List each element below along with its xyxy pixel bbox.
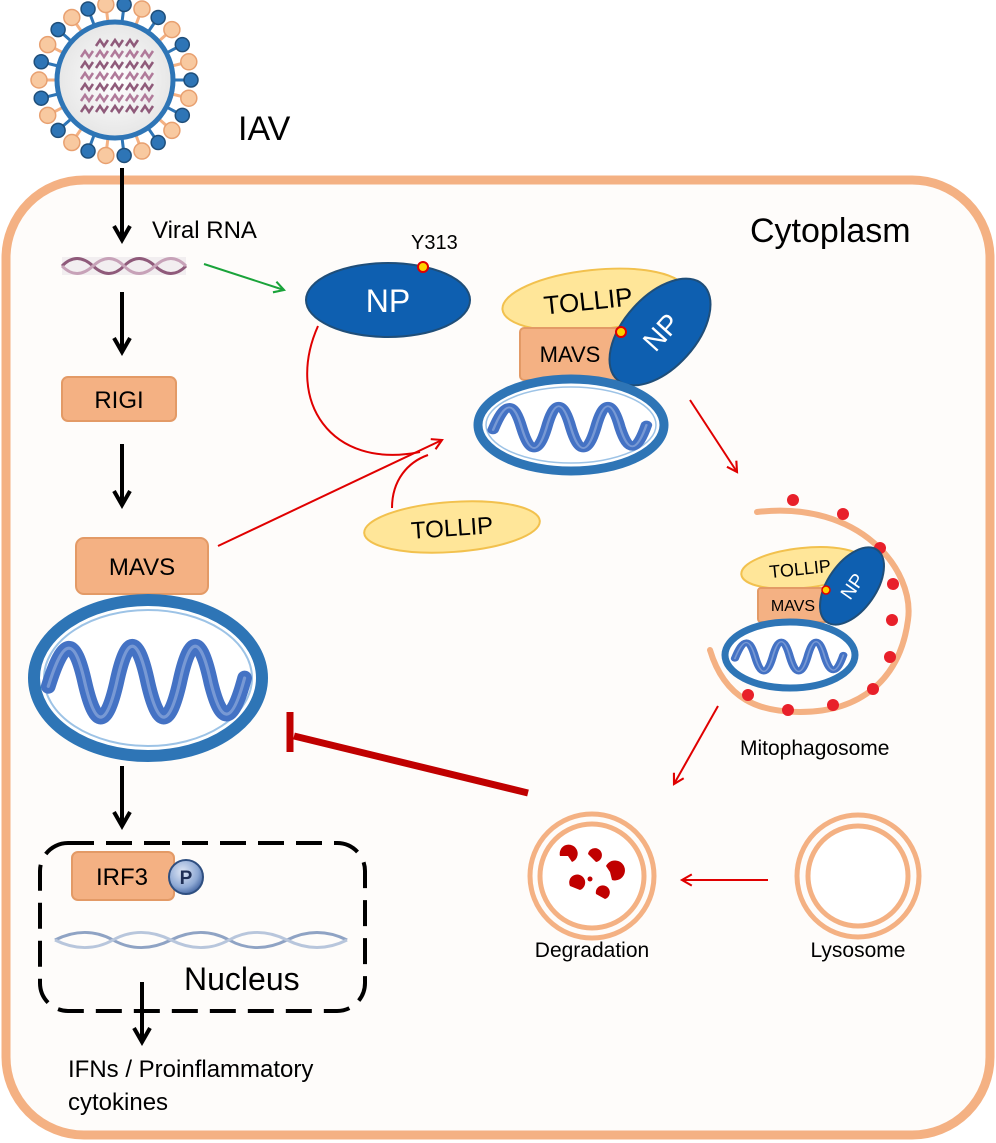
degradation-vesicle-icon — [527, 811, 657, 941]
mitophagosome-dot — [886, 614, 898, 626]
mitophagosome-mitochondrion-icon — [721, 618, 859, 692]
mitophagosome-dot — [837, 508, 849, 520]
complex-y313-icon — [615, 326, 627, 338]
mito-np — [819, 546, 885, 626]
y313-label: Y313 — [411, 232, 458, 254]
tollip-label: TOLLIP — [410, 512, 494, 545]
complex-mavs-label: MAVS — [540, 342, 601, 367]
arrow-mavs-to-complex — [217, 438, 444, 547]
mitophagosome-dot — [827, 699, 839, 711]
np-label: NP — [366, 283, 410, 319]
nucleus-label: Nucleus — [184, 961, 300, 997]
mitophagosome-dot — [867, 683, 879, 695]
mitophagosome-label: Mitophagosome — [740, 737, 889, 760]
inhibition-line — [293, 732, 529, 797]
iav-label: IAV — [238, 110, 291, 148]
mavs-box — [75, 537, 209, 595]
viral-rna-label: Viral RNA — [152, 217, 257, 244]
degradation-label: Degradation — [535, 939, 649, 962]
arrow-np-to-complex — [306, 325, 421, 456]
y313-site-icon — [417, 261, 429, 273]
influenza-virus-icon — [30, 0, 199, 165]
tollip-protein — [363, 500, 541, 554]
mito-y313-icon — [821, 585, 831, 595]
arrow-tollip-to-complex — [391, 454, 429, 509]
tollip-mavs-np-complex: TOLLIP MAVS NP — [473, 267, 712, 476]
rigi-box — [61, 376, 177, 422]
arrow-mitophagosome-to-degradation — [672, 705, 719, 786]
complex-mitochondrion-icon — [473, 374, 669, 476]
viral-rna-helix-icon — [60, 257, 188, 275]
mitochondrion-icon — [28, 594, 268, 762]
mitophagosome-dot — [787, 494, 799, 506]
cytoplasm-label: Cytoplasm — [750, 212, 911, 250]
dna-helix-icon — [54, 931, 348, 949]
mavs-label: MAVS — [109, 554, 175, 581]
mitophagosome-dot — [782, 704, 794, 716]
phosphate-icon — [168, 859, 204, 895]
mitophagosome: TOLLIP MAVS NP — [707, 494, 912, 716]
irf3-label: IRF3 — [96, 864, 148, 891]
mitophagosome-dot — [884, 651, 896, 663]
rigi-label: RIGI — [94, 387, 143, 414]
lysosome-vesicle-icon — [794, 812, 922, 940]
mitophagosome-dot — [742, 689, 754, 701]
arrow-rna-to-np — [203, 263, 287, 294]
cell-membrane — [1, 175, 995, 1140]
mitophagosome-membrane — [707, 507, 912, 716]
nucleus-boundary — [38, 841, 367, 1013]
np-protein — [305, 262, 471, 338]
phosphate-label: P — [180, 868, 193, 889]
arrow-complex-to-mitophagosome — [689, 399, 739, 474]
lysosome-label: Lysosome — [811, 939, 906, 962]
complex-np — [608, 277, 712, 387]
mito-mavs-label: MAVS — [771, 598, 815, 615]
mitophagosome-dot — [887, 578, 899, 590]
output-line2: cytokines — [68, 1089, 168, 1116]
output-line1: IFNs / Proinflammatory — [68, 1056, 313, 1083]
